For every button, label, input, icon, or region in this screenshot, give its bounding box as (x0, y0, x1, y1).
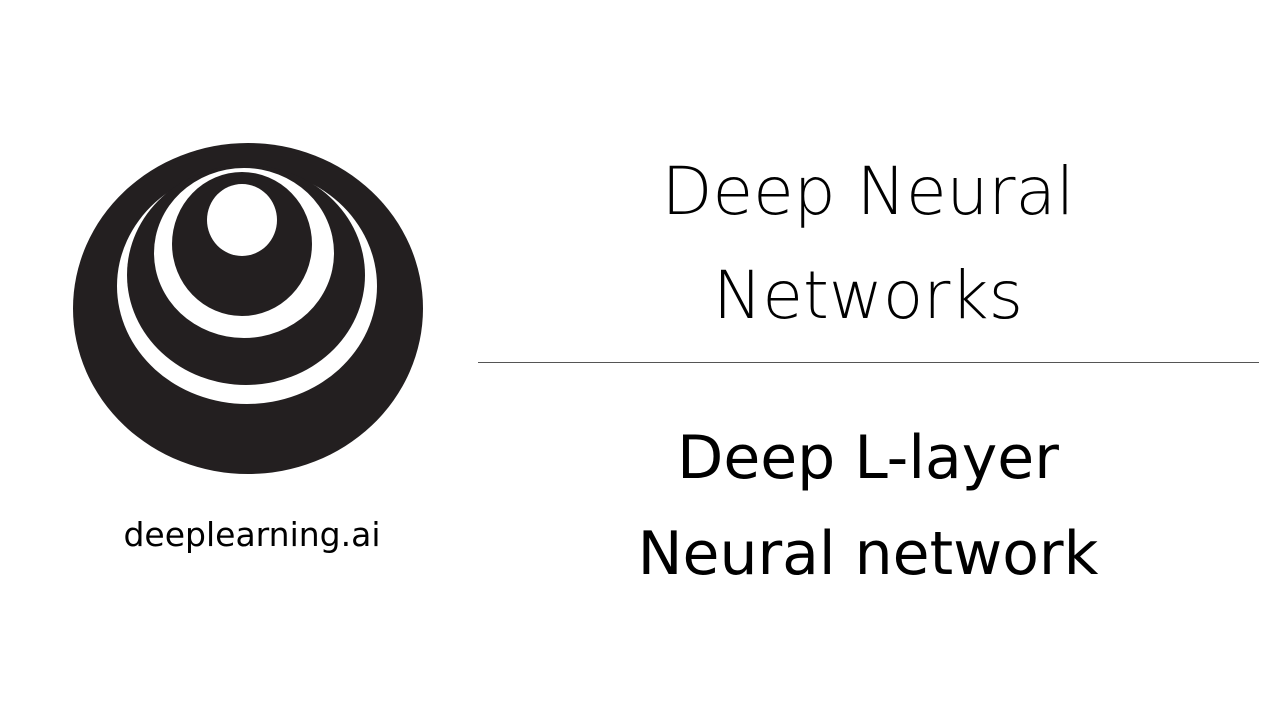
brand-name: deeplearning.ai (123, 515, 381, 554)
slide-title-line: Deep Neural (661, 153, 1075, 230)
slide-subtitle-line: Neural network (637, 519, 1099, 589)
slide-title-line: Networks (713, 257, 1023, 334)
slide-title: Deep Neural Networks (478, 140, 1258, 348)
slide-subtitle: Deep L-layer Neural network (478, 410, 1258, 602)
slide-subtitle-line: Deep L-layer (677, 423, 1059, 493)
divider (478, 362, 1259, 363)
deeplearning-logo-icon (72, 142, 424, 475)
